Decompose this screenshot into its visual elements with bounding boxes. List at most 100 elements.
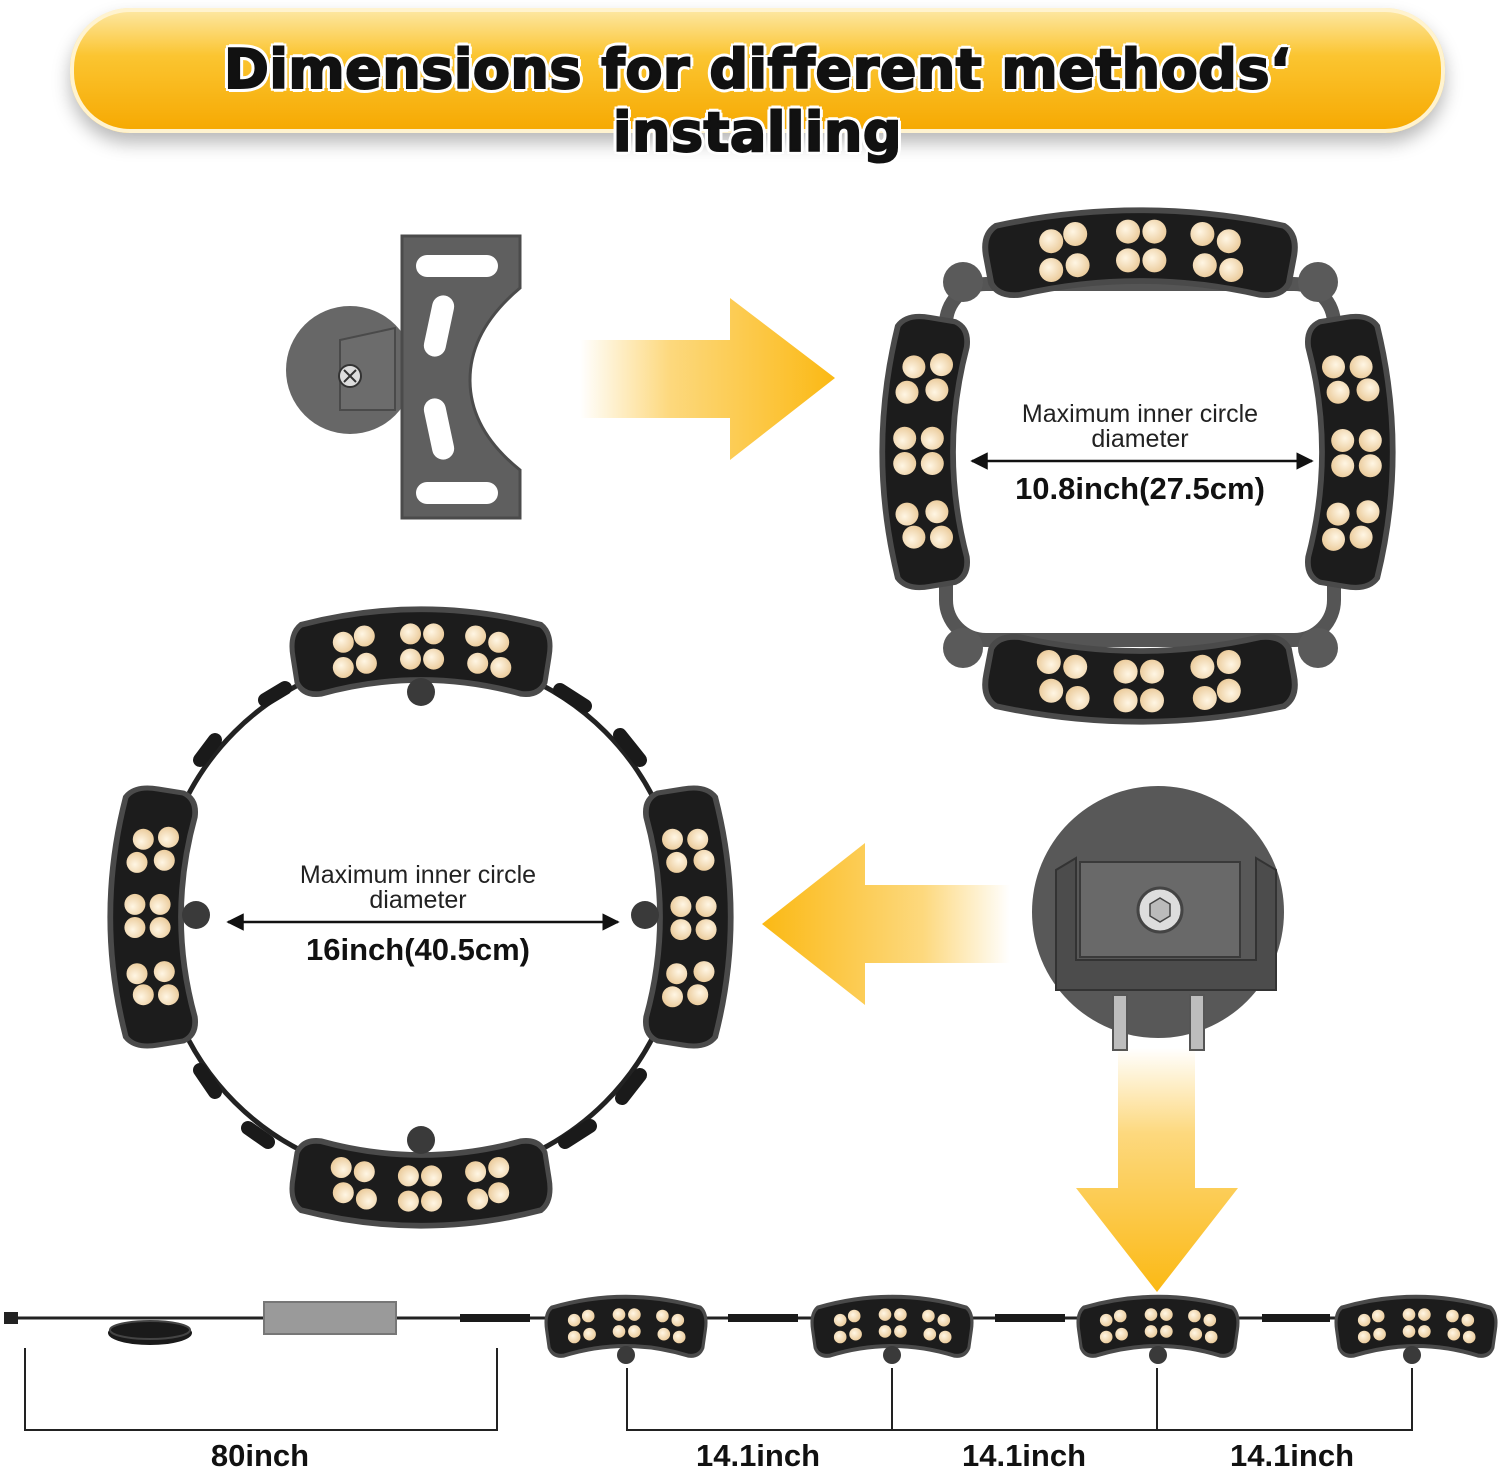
led-dot [567,1330,581,1344]
led-dot [1446,1309,1459,1323]
square-ring-caption: Maximum inner circle diameter [970,402,1310,452]
led-dot [1203,1313,1217,1327]
led-dot [1216,229,1241,254]
led-dot [1356,378,1380,402]
led-dot [833,1330,847,1344]
led-dot [1216,678,1241,703]
led-dot [158,984,179,1006]
led-dot [902,355,926,379]
led-dot [1326,380,1350,404]
led-dot [1116,219,1140,244]
led-dot [397,1190,419,1212]
led-dot [1188,1309,1201,1323]
led-pod-icon [1078,1297,1238,1364]
led-dot [1418,1308,1431,1321]
bracket-plate-icon [286,234,522,520]
led-dot [695,896,717,917]
segment-2-label: 14.1inch [961,1438,1087,1473]
led-dot [925,500,949,524]
led-dot [666,851,688,873]
led-dot [583,1327,596,1341]
led-dot [1358,454,1382,478]
led-dot [1349,355,1373,379]
led-dot [1322,527,1345,551]
round-ring-caption-line1: Maximum inner circle [299,861,537,889]
led-dot [1142,219,1167,244]
led-dot [1326,502,1350,526]
led-dot [1447,1327,1461,1341]
led-dot [1099,1330,1113,1344]
led-dot [1192,253,1217,278]
led-dot [400,648,421,670]
led-dot [1402,1308,1416,1321]
led-dot [930,353,953,377]
led-dot [126,963,148,985]
led-dot [1322,355,1345,379]
led-dot [330,1157,352,1178]
led-dot [353,1161,375,1183]
led-dot [937,1313,951,1327]
led-dot [894,1325,907,1338]
led-dot [1219,258,1244,282]
led-dot [355,652,377,674]
led-dot [1039,229,1064,254]
led-dot [124,893,146,915]
square-ring-measurement: 10.8inch(27.5cm) [1015,471,1265,506]
led-dot [158,826,179,848]
led-dot [1036,650,1061,674]
led-dot [1358,429,1382,452]
led-dot [1039,258,1064,282]
round-ring-caption: Maximum inner circle diameter [248,863,588,913]
led-dot [153,961,175,983]
segment-1-label: 14.1inch [695,1438,821,1473]
square-ring-assembly [882,210,1392,721]
led-dot [567,1313,581,1327]
led-dot [1204,1330,1218,1344]
led-dot [1142,248,1167,273]
led-dot [847,1309,861,1323]
led-dot [1357,1313,1371,1327]
led-dot [1189,1327,1203,1341]
led-dot [1039,678,1064,703]
led-dot [1140,688,1164,713]
led-dot [1099,1313,1113,1327]
led-dot [353,625,375,647]
led-dot [920,426,944,450]
led-dot [923,1327,937,1341]
led-dot [1160,1308,1173,1321]
led-dot [662,828,683,850]
led-dot [1113,659,1138,684]
led-dot [467,652,489,674]
led-dot [149,917,171,938]
led-dot [490,657,512,678]
led-dot [1113,1309,1127,1323]
led-dot [1144,1308,1158,1321]
led-dot [332,657,354,678]
led-dot [656,1309,669,1323]
led-dot [423,648,445,670]
led-dot [878,1308,892,1321]
led-dot [1461,1313,1475,1327]
led-dot [397,1165,419,1187]
led-dot [895,502,919,526]
led-dot [628,1308,641,1321]
led-dot [687,984,709,1006]
led-dot [421,1190,442,1212]
round-ring-caption-line2: diameter [369,886,467,914]
led-dot [894,1308,907,1321]
led-dot [925,378,949,402]
led-dot [1373,1327,1386,1341]
led-dot [1140,659,1164,684]
led-dot [695,919,717,941]
led-dot [1063,654,1088,679]
led-dot [1065,253,1090,278]
led-dot [1192,686,1217,710]
direction-arrow-icon [1076,1048,1238,1292]
led-dot [488,631,510,653]
led-dot [628,1325,641,1338]
linear-string-layout [4,1297,1496,1431]
led-dot [670,896,692,917]
led-dot [657,1327,671,1341]
led-dot [1418,1325,1431,1338]
